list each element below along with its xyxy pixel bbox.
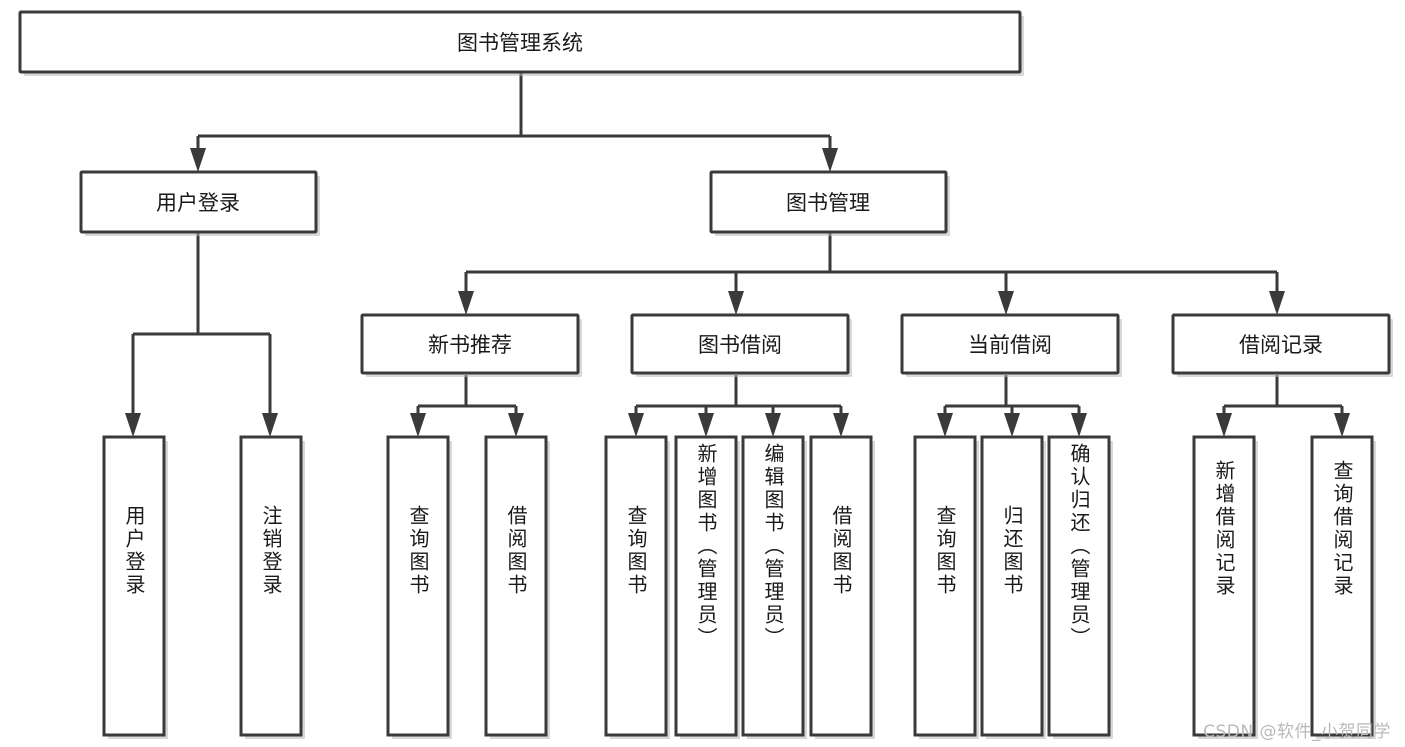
connector-userlogin-to-leaves bbox=[125, 232, 278, 437]
node-current-borrow[interactable]: 当前借阅 bbox=[900, 313, 1122, 377]
arrow-head-icon bbox=[1216, 413, 1232, 437]
node-book-borrow[interactable]: 图书借阅 bbox=[630, 313, 852, 377]
watermark-text: CSDN @软件_小贺同学 bbox=[1203, 722, 1391, 742]
node-book-management[interactable]: 图书管理 bbox=[709, 170, 950, 236]
arrow-head-icon bbox=[1334, 413, 1350, 437]
connector-currentborrow-to-leaves bbox=[937, 375, 1087, 437]
arrow-head-icon bbox=[1004, 413, 1020, 437]
arrow-head-icon bbox=[410, 413, 426, 437]
arrow-head-icon bbox=[728, 291, 744, 315]
leaf-query-book-2-box[interactable] bbox=[604, 435, 668, 737]
connector-newbook-to-leaves bbox=[410, 375, 524, 437]
leaf-confirm-return-box[interactable] bbox=[1047, 435, 1111, 737]
node-new-book-recommend-box[interactable] bbox=[360, 313, 580, 375]
arrow-head-icon bbox=[998, 291, 1014, 315]
arrow-head-icon bbox=[458, 291, 474, 315]
node-user-login[interactable]: 用户登录 bbox=[79, 170, 320, 236]
leaf-boxes bbox=[102, 435, 1376, 739]
arrow-head-icon bbox=[765, 413, 781, 437]
arrow-head-icon bbox=[937, 413, 953, 437]
leaf-return-book-box[interactable] bbox=[980, 435, 1044, 737]
arrow-head-icon bbox=[822, 148, 838, 172]
arrow-head-icon bbox=[698, 413, 714, 437]
node-new-book-recommend-label: 新书推荐 bbox=[428, 333, 512, 357]
node-root-system-box[interactable] bbox=[18, 10, 1022, 74]
node-book-management-label: 图书管理 bbox=[786, 191, 870, 215]
leaf-edit-book-box[interactable] bbox=[741, 435, 805, 737]
node-root-system-label: 图书管理系统 bbox=[457, 31, 583, 55]
node-book-borrow-box[interactable] bbox=[630, 313, 850, 375]
node-new-book-recommend[interactable]: 新书推荐 bbox=[360, 313, 582, 377]
leaf-borrow-book-1-box[interactable] bbox=[484, 435, 548, 737]
node-book-management-box[interactable] bbox=[709, 170, 948, 234]
arrow-head-icon bbox=[833, 413, 849, 437]
leaf-query-book-3-box[interactable] bbox=[913, 435, 977, 737]
arrow-head-icon bbox=[1071, 413, 1087, 437]
connector-borrowrecord-to-leaves bbox=[1216, 375, 1350, 437]
node-current-borrow-label: 当前借阅 bbox=[968, 333, 1052, 357]
arrow-head-icon bbox=[262, 413, 278, 437]
leaf-add-book-box[interactable] bbox=[674, 435, 738, 737]
node-root-system[interactable]: 图书管理系统 bbox=[18, 10, 1024, 76]
leaf-borrow-book-2-box[interactable] bbox=[809, 435, 873, 737]
leaf-query-record-box[interactable] bbox=[1310, 435, 1374, 737]
arrow-head-icon bbox=[508, 413, 524, 437]
node-user-login-box[interactable] bbox=[79, 170, 318, 234]
arrow-head-icon bbox=[190, 148, 206, 172]
arrow-head-icon bbox=[1269, 291, 1285, 315]
node-current-borrow-box[interactable] bbox=[900, 313, 1120, 375]
connector-root-to-level2 bbox=[190, 73, 838, 172]
connector-bookborrow-to-leaves bbox=[628, 375, 849, 437]
node-book-borrow-label: 图书借阅 bbox=[698, 333, 782, 357]
node-user-login-label: 用户登录 bbox=[156, 191, 240, 215]
node-borrow-record-box[interactable] bbox=[1171, 313, 1391, 375]
node-borrow-record[interactable]: 借阅记录 bbox=[1171, 313, 1393, 377]
leaf-query-book-1-box[interactable] bbox=[386, 435, 450, 737]
leaf-logout-login-box[interactable] bbox=[239, 435, 303, 737]
leaf-add-record-box[interactable] bbox=[1192, 435, 1256, 737]
arrow-head-icon bbox=[125, 413, 141, 437]
arrow-head-icon bbox=[628, 413, 644, 437]
leaf-user-login-box[interactable] bbox=[102, 435, 166, 737]
connector-bookmgmt-to-level3 bbox=[458, 232, 1285, 315]
node-borrow-record-label: 借阅记录 bbox=[1239, 333, 1323, 357]
